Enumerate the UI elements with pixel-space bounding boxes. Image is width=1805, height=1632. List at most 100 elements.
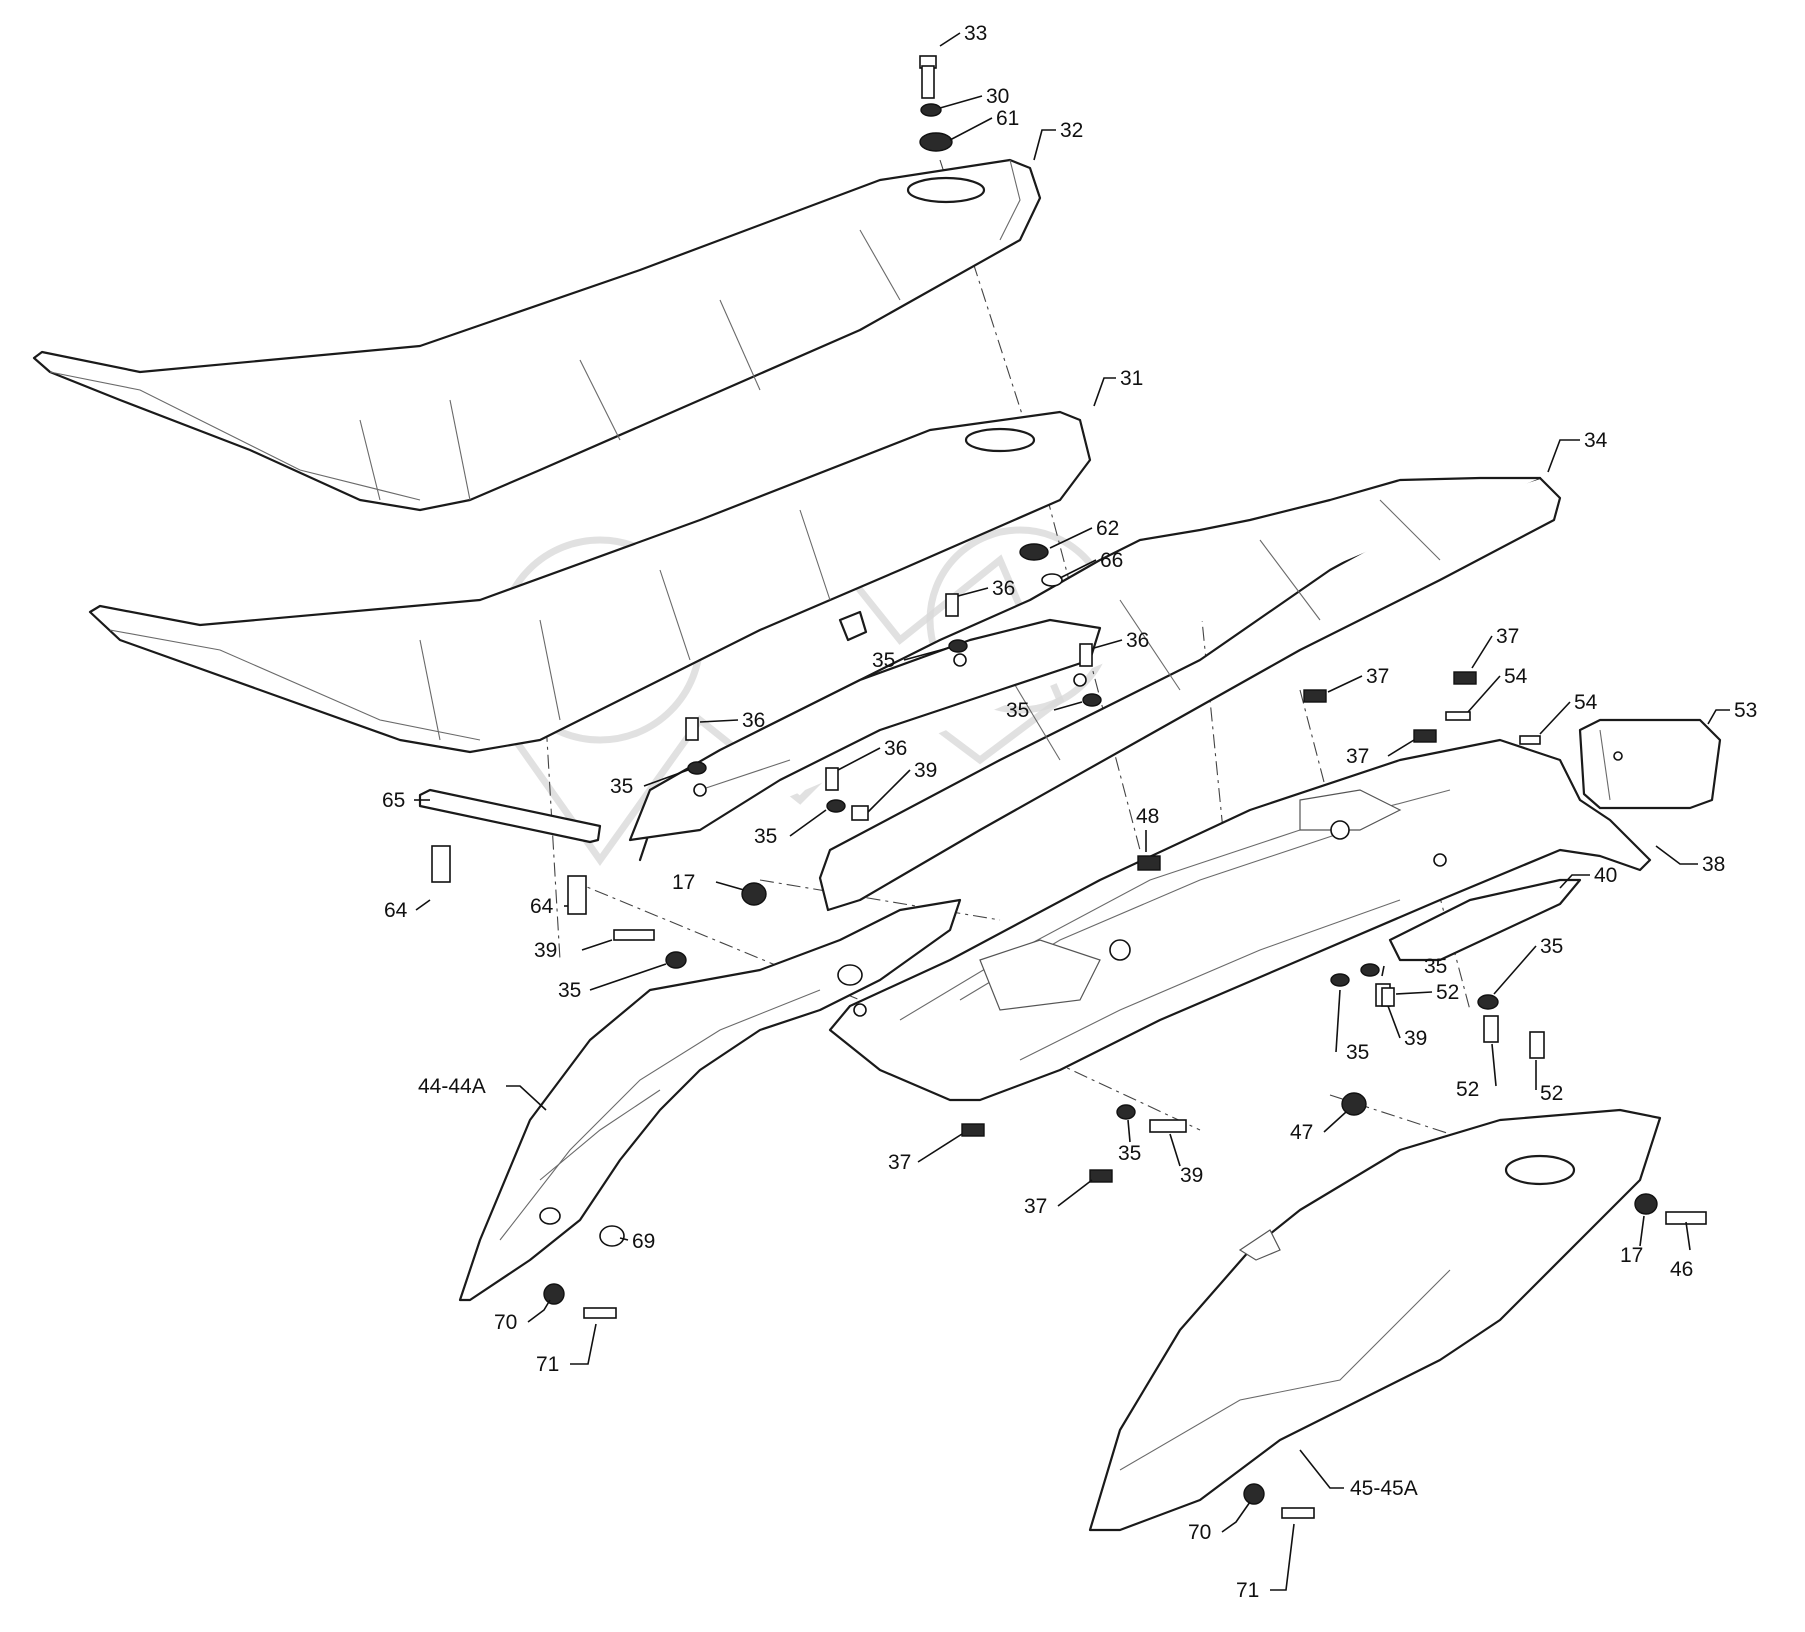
spacer-69-icon: [599, 1225, 625, 1247]
callout-39: 39: [1404, 1027, 1427, 1050]
callout-labels: 33 30 61 32 31 34 62 66 53 38 40 48 65 6…: [382, 22, 1757, 1602]
callout-38: 38: [1702, 853, 1725, 876]
washer-35-icon: [687, 761, 707, 775]
callout-64: 64: [530, 895, 554, 918]
grommet-70-icon: [1243, 1483, 1265, 1505]
bolt-52-icon: [1483, 1015, 1499, 1043]
callout-35: 35: [754, 825, 777, 848]
callout-62: 62: [1096, 517, 1119, 540]
seat-base-part: [88, 410, 1092, 754]
grommet-70-icon: [543, 1283, 565, 1305]
callout-35: 35: [558, 979, 581, 1002]
bolt-71-icon: [1281, 1507, 1315, 1519]
hardware-parts: [431, 55, 1707, 1519]
screw-36-icon: [685, 717, 699, 741]
callout-44-44A: 44-44A: [418, 1075, 486, 1098]
screw-36-icon: [825, 767, 839, 791]
callout-71: 71: [536, 1353, 559, 1376]
callout-54: 54: [1504, 665, 1528, 688]
callout-34: 34: [1584, 429, 1608, 452]
clip-37-icon: [1303, 689, 1327, 703]
callout-71: 71: [1236, 1579, 1259, 1602]
washer-35-icon: [1477, 994, 1499, 1010]
callout-35: 35: [1424, 955, 1447, 978]
clip-37-icon: [1413, 729, 1437, 743]
callout-36: 36: [742, 709, 765, 732]
callout-37: 37: [1024, 1195, 1047, 1218]
clip-37-icon: [1089, 1169, 1113, 1183]
strip-part: [418, 788, 602, 844]
callout-69: 69: [632, 1230, 655, 1253]
screw-36-icon: [945, 593, 959, 617]
callout-33: 33: [964, 22, 987, 45]
screw-36-icon: [1079, 643, 1093, 667]
callout-70: 70: [1188, 1521, 1211, 1544]
callout-35: 35: [1540, 935, 1563, 958]
callout-52: 52: [1540, 1082, 1563, 1105]
callout-64: 64: [384, 899, 408, 922]
washer-35-icon: [1360, 963, 1380, 977]
grommet-17-icon: [741, 882, 767, 906]
seat-upper-part: [32, 158, 1042, 512]
callout-48: 48: [1136, 805, 1159, 828]
callout-65: 65: [382, 789, 405, 812]
bolt-39-icon: [613, 929, 655, 941]
callout-35: 35: [872, 649, 895, 672]
bolt-64-icon: [431, 845, 451, 883]
callout-39: 39: [914, 759, 937, 782]
washer-30-icon: [920, 103, 942, 117]
callout-35: 35: [1346, 1041, 1369, 1064]
washer-35-icon: [1082, 693, 1102, 707]
callout-35: 35: [1118, 1142, 1141, 1165]
screw-54-icon: [1519, 735, 1541, 745]
bolt-39-icon: [851, 805, 869, 821]
rear-frame-part: [828, 738, 1652, 1102]
washer-62-icon: [1019, 543, 1049, 561]
callout-53: 53: [1734, 699, 1757, 722]
callout-31: 31: [1120, 367, 1143, 390]
bolt-52-icon: [1381, 987, 1395, 1007]
callout-36: 36: [992, 577, 1015, 600]
callout-66: 66: [1100, 549, 1123, 572]
clip-37-icon: [961, 1123, 985, 1137]
washer-35-icon: [665, 951, 687, 969]
callout-30: 30: [986, 85, 1009, 108]
bolt-64-icon: [567, 875, 587, 915]
washer-35-icon: [948, 639, 968, 653]
tail-light-part: [1578, 718, 1722, 810]
bolt-52-icon: [1529, 1031, 1545, 1059]
callout-45-45A: 45-45A: [1350, 1477, 1418, 1500]
callout-70: 70: [494, 1311, 517, 1334]
left-side-panel-part: [458, 898, 962, 1302]
callout-52: 52: [1436, 981, 1459, 1004]
clip-66-icon: [1041, 573, 1063, 587]
seat-bracket-part: [628, 618, 1102, 842]
washer-35-icon: [826, 799, 846, 813]
screw-54-icon: [1445, 711, 1471, 721]
callout-52: 52: [1456, 1078, 1479, 1101]
clip-37-icon: [1453, 671, 1477, 685]
callout-36: 36: [1126, 629, 1149, 652]
callout-39: 39: [534, 939, 557, 962]
bolt-39-icon: [1149, 1119, 1187, 1133]
callout-39: 39: [1180, 1164, 1203, 1187]
callout-17: 17: [672, 871, 695, 894]
callout-37: 37: [1366, 665, 1389, 688]
callout-32: 32: [1060, 119, 1083, 142]
callout-61: 61: [996, 107, 1019, 130]
callout-17: 17: [1620, 1244, 1643, 1267]
grommet-61-icon: [919, 132, 953, 152]
right-side-panel-part: [1088, 1108, 1662, 1532]
shield-plate-part: [1388, 878, 1582, 962]
washer-35-icon: [1116, 1104, 1136, 1120]
washer-35-icon: [1330, 973, 1350, 987]
clip-48-icon: [1137, 855, 1161, 871]
bolt-71-icon: [583, 1307, 617, 1319]
callout-37: 37: [888, 1151, 911, 1174]
grommet-17-icon: [1634, 1193, 1658, 1215]
callout-36: 36: [884, 737, 907, 760]
callout-54: 54: [1574, 691, 1598, 714]
bolt-33-shank-icon: [921, 65, 935, 99]
callout-40: 40: [1594, 864, 1617, 887]
